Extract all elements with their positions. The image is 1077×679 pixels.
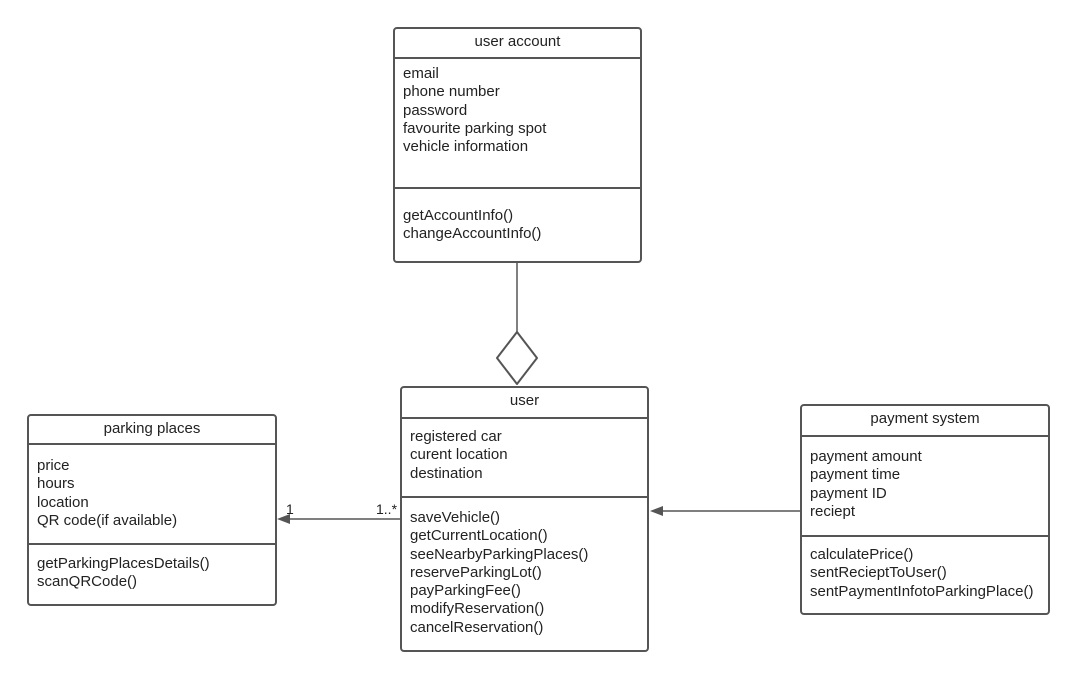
attributes-section: payment amount payment time payment ID r… <box>802 437 1048 537</box>
attributes-section: registered car curent location destinati… <box>402 419 647 498</box>
methods-section: getAccountInfo() changeAccountInfo() <box>395 189 640 244</box>
class-name: parking places <box>29 416 275 445</box>
attribute: curent location <box>410 446 508 464</box>
attribute: vehicle information <box>403 138 529 156</box>
multiplicity-parking-end: 1 <box>286 501 294 517</box>
methods-section: saveVehicle() getCurrentLocation() seeNe… <box>402 498 647 637</box>
class-user-account[interactable]: user account email phone number password… <box>393 27 642 263</box>
attribute: QR code(if available) <box>37 511 178 529</box>
attribute: payment ID <box>810 484 887 502</box>
class-name: user <box>402 388 647 419</box>
method: modifyReservation() <box>410 600 545 618</box>
method: cancelReservation() <box>410 618 544 636</box>
association-arrowhead-parking <box>277 514 290 524</box>
class-user[interactable]: user registered car curent location dest… <box>400 386 649 652</box>
attribute: price <box>37 457 70 474</box>
attribute: destination <box>410 464 483 482</box>
attribute: password <box>403 101 468 119</box>
methods-section: getParkingPlacesDetails() scanQRCode() <box>29 545 275 592</box>
class-name: payment system <box>802 406 1048 437</box>
method: seeNearbyParkingPlaces() <box>410 545 589 563</box>
method: scanQRCode() <box>37 573 138 591</box>
method: getCurrentLocation() <box>410 527 548 545</box>
method: getAccountInfo() <box>403 207 514 224</box>
attribute: favourite parking spot <box>403 119 547 137</box>
attribute: reciept <box>810 502 856 520</box>
class-parking-places[interactable]: parking places price hours location QR c… <box>27 414 277 606</box>
attribute: payment amount <box>810 448 922 465</box>
attribute: location <box>37 493 89 511</box>
attribute: hours <box>37 475 75 493</box>
attribute: registered car <box>410 428 502 445</box>
method: payParkingFee() <box>410 582 521 600</box>
method: getParkingPlacesDetails() <box>37 555 210 572</box>
method: sentRecieptToUser() <box>810 564 947 582</box>
method: calculatePrice() <box>810 546 914 563</box>
multiplicity-user-end: 1..* <box>376 501 398 517</box>
attributes-section: price hours location QR code(if availabl… <box>29 445 275 545</box>
method: sentPaymentInfotoParkingPlace() <box>810 582 1034 600</box>
class-name: user account <box>395 29 640 59</box>
class-payment-system[interactable]: payment system payment amount payment ti… <box>800 404 1050 615</box>
method: changeAccountInfo() <box>403 225 542 243</box>
association-arrowhead-user <box>650 506 663 516</box>
attribute: payment time <box>810 466 901 484</box>
method: reserveParkingLot() <box>410 563 542 581</box>
method: saveVehicle() <box>410 509 501 526</box>
attribute: email <box>403 65 439 82</box>
aggregation-diamond <box>496 331 538 385</box>
attribute: phone number <box>403 83 500 101</box>
methods-section: calculatePrice() sentRecieptToUser() sen… <box>802 537 1048 601</box>
attributes-section: email phone number password favourite pa… <box>395 59 640 189</box>
